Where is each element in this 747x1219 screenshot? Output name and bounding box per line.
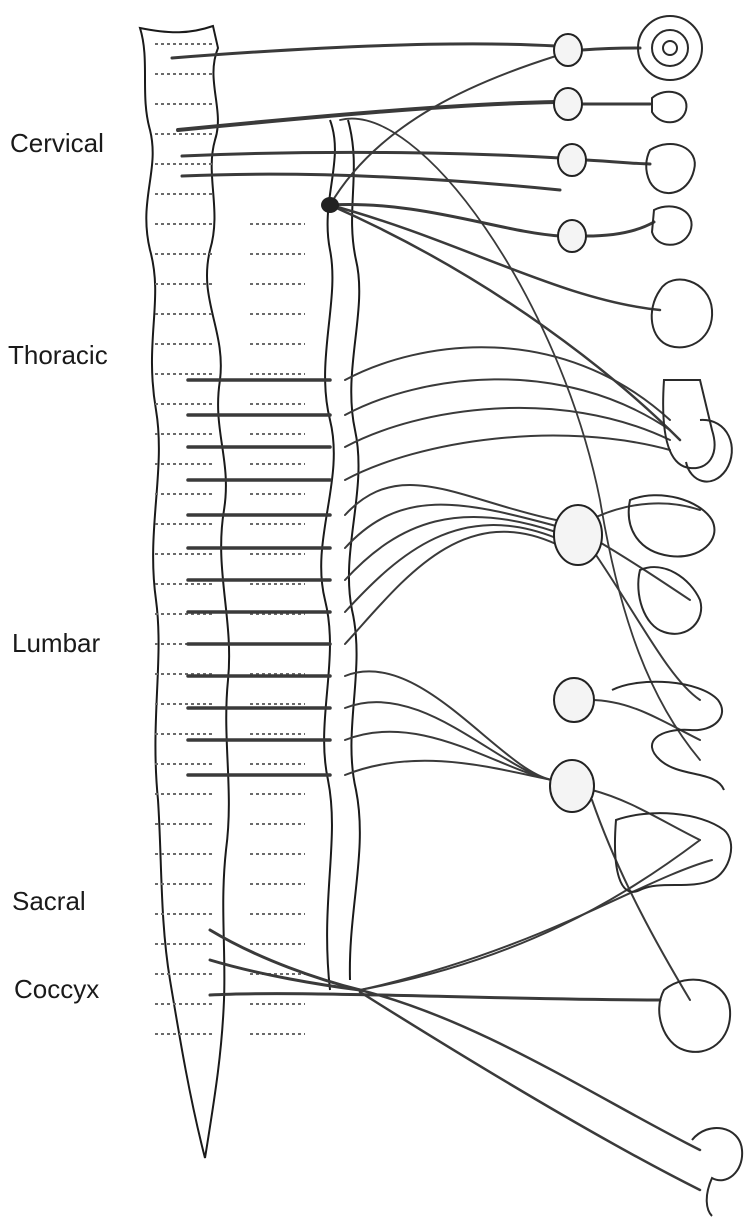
nerve-fibre — [360, 990, 700, 1150]
spinal-cord-outline — [140, 26, 229, 1158]
nerve-fibre — [360, 840, 700, 990]
ganglion-superior-cervical — [554, 34, 582, 66]
nerve-fibres — [172, 44, 712, 1190]
genitalia — [692, 1128, 742, 1216]
nerve-fibre — [592, 800, 690, 1000]
nerve-fibre — [345, 408, 670, 447]
nerve-fibre — [340, 119, 700, 760]
nerve-fibre — [345, 532, 556, 644]
spinal-segments — [155, 44, 305, 1034]
salivary-glands — [646, 144, 695, 245]
nerve-fibre — [172, 44, 556, 58]
nerve-fibre — [210, 994, 660, 1000]
nerve-fibre — [345, 702, 552, 780]
bladder — [659, 980, 730, 1052]
stomach — [686, 420, 732, 482]
heart — [652, 280, 712, 348]
lungs — [663, 380, 714, 468]
nerve-fibre — [210, 930, 360, 990]
nerve-fibre — [596, 555, 700, 700]
ganglion-superior-mesenteric — [554, 678, 594, 722]
nerve-fibre — [330, 56, 556, 205]
ganglion-pterygopalatine — [558, 144, 586, 176]
ganglion-otic — [558, 220, 586, 252]
sympathetic-chain — [321, 120, 335, 990]
nerve-fibre — [586, 160, 650, 164]
nerve-fibre — [345, 517, 556, 580]
nerve-fibre — [360, 992, 700, 1190]
eye — [638, 16, 702, 80]
nerve-fibre — [345, 485, 556, 520]
nerve-fibre — [586, 222, 654, 236]
kidney — [638, 567, 701, 634]
cervical-ganglion-node — [321, 197, 339, 213]
eye-pupil — [663, 41, 677, 55]
nerve-fibre — [590, 503, 700, 520]
nerve-fibre — [360, 860, 712, 990]
ganglion-inferior-mesenteric — [550, 760, 594, 812]
ganglion-ciliary — [554, 88, 582, 120]
intestine — [612, 682, 724, 790]
nerve-fibre — [178, 102, 556, 130]
nerve-fibre — [330, 205, 680, 440]
nerve-fibre — [345, 671, 552, 780]
ganglion-celiac — [554, 505, 602, 565]
lacrimal-gland — [652, 92, 686, 123]
eye-iris — [652, 30, 688, 66]
sympathetic-chain-right — [348, 120, 360, 980]
nerve-fibre — [345, 525, 556, 612]
nerve-fibre — [590, 700, 700, 740]
nerve-fibre — [582, 48, 640, 50]
nerve-fibre — [345, 436, 670, 480]
nerve-fibre — [182, 174, 560, 190]
nerve-fibre — [345, 505, 556, 548]
nerve-fibre — [345, 347, 670, 420]
